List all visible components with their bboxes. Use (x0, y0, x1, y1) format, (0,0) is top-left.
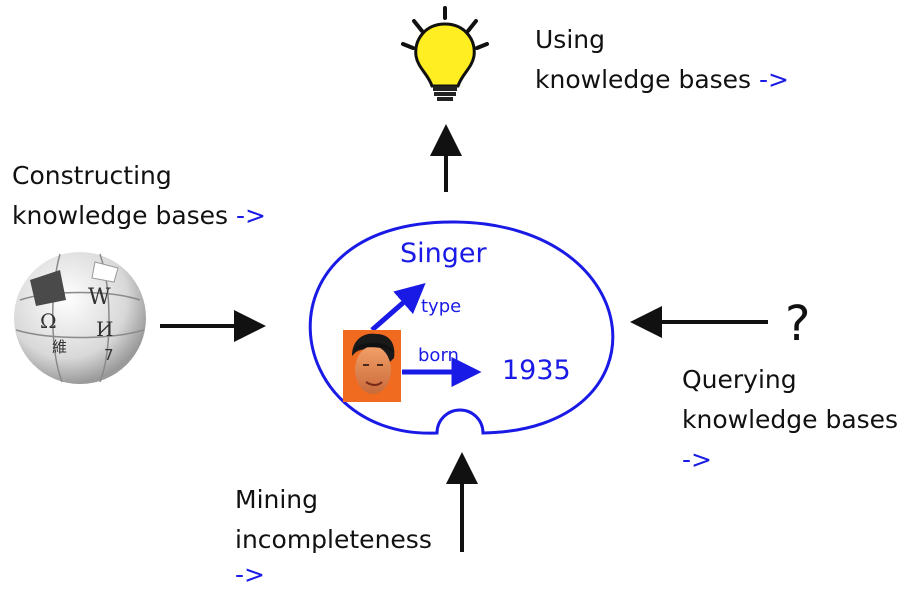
mining-line1: Mining (235, 485, 319, 514)
using-label: Using knowledge bases -> (535, 20, 789, 100)
constructing-line1: Constructing (12, 161, 172, 190)
mining-link[interactable]: -> (235, 560, 265, 589)
type-edge (370, 283, 426, 332)
knowledge-base-blob (308, 220, 615, 435)
using-line2: knowledge bases (535, 65, 752, 94)
wiki-glyph-cjk: 維 (52, 338, 67, 356)
wiki-glyph-w: W (88, 285, 111, 310)
querying-line2: knowledge bases (682, 405, 899, 434)
year-1935-label: 1935 (502, 355, 571, 386)
wikipedia-globe-icon: W Ω И 維 7 (14, 252, 146, 384)
querying-line1: Querying (682, 365, 797, 394)
constructing-label: Constructing knowledge bases -> (12, 156, 266, 236)
using-link[interactable]: -> (759, 65, 789, 94)
wiki-glyph-i: И (96, 317, 113, 341)
elvis-photo-icon (343, 330, 401, 402)
class-singer-label: Singer (400, 238, 488, 269)
querying-link[interactable]: -> (682, 445, 712, 474)
question-mark-icon: ? (785, 296, 810, 352)
constructing-link[interactable]: -> (236, 201, 266, 230)
constructing-line2: knowledge bases (12, 201, 229, 230)
lightbulb-icon (401, 6, 489, 101)
querying-label: Querying knowledge bases -> (682, 360, 898, 480)
wiki-glyph-omega: Ω (40, 309, 57, 333)
born-relation-label: born (418, 345, 459, 366)
mining-line2: incompleteness (235, 525, 432, 554)
using-line1: Using (535, 25, 605, 54)
mining-label: Mining incompleteness -> (235, 480, 432, 590)
wiki-glyph-seven: 7 (104, 346, 114, 364)
type-relation-label: type (421, 296, 461, 317)
